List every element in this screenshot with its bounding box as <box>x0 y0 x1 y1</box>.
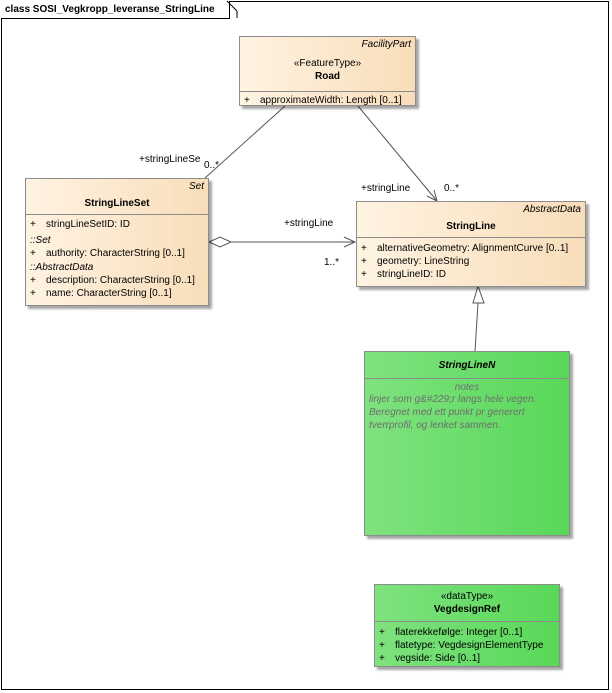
mult-road-stringline: 0..* <box>444 183 460 194</box>
role-road-stringline: +stringLine <box>361 183 411 194</box>
assoc-road-stringline <box>357 105 438 202</box>
mult-set-stringline: 1..* <box>324 257 340 268</box>
stringlineset-attr-name: +name: CharacterString [0..1] <box>30 288 172 299</box>
class-stringlineset[interactable]: Set StringLineSet +stringLineSetID: ID :… <box>25 178 209 306</box>
stringlineset-attr-description: +description: CharacterString [0..1] <box>30 275 195 286</box>
stringlineset-group-abstract: ::AbstractData <box>30 262 94 273</box>
stringline-parent: AbstractData <box>523 204 581 215</box>
road-stereotype: «FeatureType» <box>293 58 362 69</box>
mult-road-stringlineset: 0..* <box>204 160 220 171</box>
vegdesignref-attr-flaterekkefolge: +flaterekkefølge: Integer [0..1] <box>379 627 523 638</box>
stringline-attr-geometry: +geometry: LineString <box>361 256 470 267</box>
stringlinen-name: StringLineN <box>438 360 496 371</box>
stringlinen-notes: linjer som g&#229;r langs hele vegen. Be… <box>369 394 537 431</box>
role-set-stringline: +stringLine <box>284 218 334 229</box>
stringlineset-attr-authority: +authority: CharacterString [0..1] <box>30 248 185 259</box>
stringlineset-parent: Set <box>188 181 204 192</box>
role-road-stringlineset: +stringLineSe <box>139 154 201 165</box>
class-road[interactable]: FacilityPart «FeatureType» Road +approxi… <box>239 36 416 106</box>
stringlinen-notes-title: notes <box>454 382 480 393</box>
aggregation-diamond <box>207 236 233 248</box>
stringlineset-name: StringLineSet <box>84 198 150 209</box>
stringline-attr-id: +stringLineID: ID <box>361 269 446 280</box>
stringline-name: StringLine <box>446 221 496 232</box>
stringlineset-attr-id: +stringLineSetID: ID <box>30 219 130 230</box>
class-stringlinen[interactable]: StringLineN notes linjer som g&#229;r la… <box>364 351 570 536</box>
vegdesignref-attr-flatetype: +flatetype: VegdesignElementType <box>379 640 544 651</box>
vegdesignref-name: VegdesignRef <box>433 604 501 615</box>
stringline-attr-alt-geometry: +alternativeGeometry: AlignmentCurve [0.… <box>361 243 569 254</box>
vegdesignref-attr-vegside: +vegside: Side [0..1] <box>379 653 481 664</box>
class-vegdesignref[interactable]: «dataType» VegdesignRef +flaterekkefølge… <box>374 584 560 667</box>
road-name: Road <box>315 71 340 82</box>
road-attribute: +approximateWidth: Length [0..1] <box>244 95 402 106</box>
generalization-line <box>474 302 479 352</box>
generalization-triangle <box>472 284 485 304</box>
stringlineset-group-set: ::Set <box>30 235 51 246</box>
assoc-road-stringlineset <box>204 105 286 179</box>
road-parent: FacilityPart <box>361 39 411 50</box>
vegdesignref-stereotype: «dataType» <box>440 591 494 602</box>
diagram-title: class SOSI_Vegkropp_leveranse_StringLine <box>1 1 230 19</box>
class-stringline[interactable]: AbstractData StringLine +alternativeGeom… <box>356 201 586 287</box>
arrowhead-set-stringline <box>343 236 357 248</box>
